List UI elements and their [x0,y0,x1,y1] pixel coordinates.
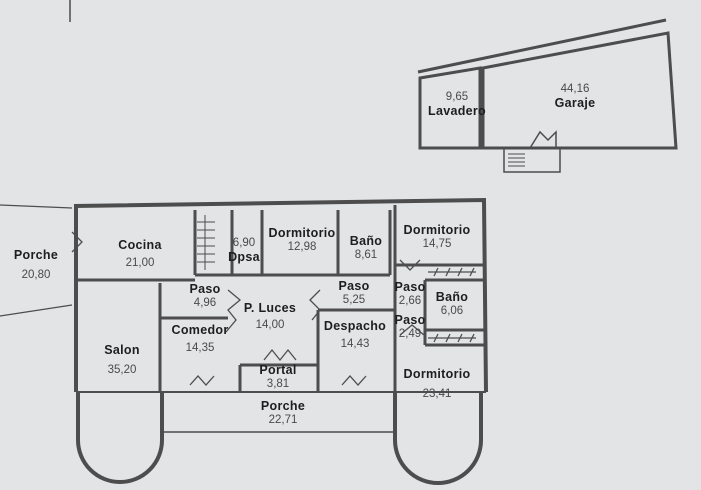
room-name: Dormitorio [403,223,471,237]
room-name: Paso [394,313,426,327]
room-area: 23,41 [422,388,452,400]
room-name: Despacho [323,319,387,333]
room-name: Comedor [171,323,229,337]
garage-block [417,18,678,173]
room-name: Porche [260,399,306,413]
room-name: Garaje [554,96,596,110]
room-name: Dormitorio [403,367,471,381]
room-area: 20,80 [21,269,51,281]
room-area: 14,43 [340,338,370,350]
stairs [197,215,215,270]
interior-walls [78,205,484,392]
room-area: 14,35 [185,342,215,354]
room-salon: Salon 35,20 [104,343,140,377]
room-name: Baño [435,290,469,304]
room-area: 5,25 [342,294,366,306]
room-name: Portal [259,363,297,377]
room-area: 2,49 [398,328,422,340]
room-area: 12,98 [287,241,317,253]
room-name: Porche [13,248,59,262]
room-name: Cocina [118,238,162,252]
room-dormitorio-3: Dormitorio 23,41 [404,367,471,401]
room-porche-left: Porche 20,80 [14,248,58,282]
room-area: 3,81 [266,378,290,390]
room-name: Paso [338,279,370,293]
room-area: 8,61 [354,249,378,261]
room-area: 21,00 [125,257,155,269]
room-p-luces: P. Luces 14,00 [244,301,296,332]
main-house [73,197,488,485]
door-swings [71,231,476,386]
room-area: 9,65 [445,91,469,103]
room-area: 35,20 [107,364,137,376]
room-name: Dormitorio [268,226,336,240]
room-name: Dpsa [228,250,260,264]
room-area: 6,90 [232,237,256,249]
room-despacho: Despacho 14,43 [324,319,386,351]
room-name: Paso [189,282,221,296]
room-name: P. Luces [243,301,297,315]
left-porch [0,204,73,317]
room-area: 44,16 [560,83,590,95]
room-name: Salon [104,343,140,357]
room-area: 6,06 [440,305,464,317]
room-cocina: Cocina 21,00 [118,238,161,270]
room-name: Lavadero [428,104,486,118]
room-area: 4,96 [193,297,217,309]
room-name: Baño [349,234,383,248]
room-name: Paso [394,280,426,294]
room-area: 22,71 [268,414,298,426]
room-area: 14,75 [422,238,452,250]
room-area: 2,66 [398,295,422,307]
room-area: 14,00 [255,319,285,331]
room-comedor: Comedor 14,35 [172,323,229,355]
